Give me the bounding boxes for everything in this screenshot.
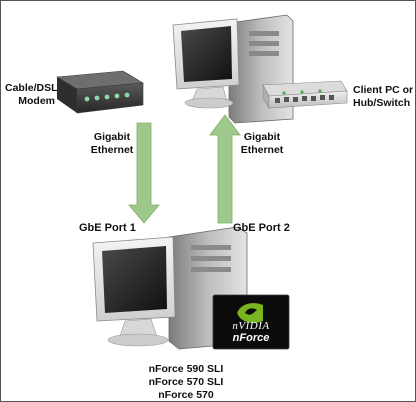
modem-label-line2: Modem bbox=[18, 95, 55, 107]
link-left-line2: Ethernet bbox=[90, 144, 134, 156]
nvidia-badge-text: nVIDIA nForce bbox=[213, 295, 289, 349]
modem-label-line1: Cable/DSL bbox=[5, 82, 58, 94]
link-right-line1: Gigabit bbox=[243, 131, 281, 143]
chipset-item: nForce 590 SLI bbox=[148, 363, 224, 375]
client-label-line2: Hub/Switch bbox=[353, 97, 411, 109]
link-right-line2: Ethernet bbox=[240, 144, 284, 156]
arrow-up-port2 bbox=[209, 114, 241, 224]
nforce-screen bbox=[102, 246, 167, 313]
arrow-down-port1 bbox=[128, 122, 160, 224]
modem-label: Cable/DSL Modem bbox=[5, 82, 58, 108]
chipset-item: nForce 570 bbox=[158, 389, 214, 401]
badge-product: nForce bbox=[232, 332, 270, 344]
port2-label: GbE Port 2 bbox=[233, 222, 290, 234]
nvidia-badge bbox=[212, 294, 290, 350]
link-left-line1: Gigabit bbox=[93, 131, 131, 143]
client-computer bbox=[172, 14, 294, 124]
client-label-line1: Client PC or bbox=[353, 84, 414, 96]
chipset-list: nForce 590 SLI nForce 570 SLI nForce 570 bbox=[131, 363, 241, 401]
client-label: Client PC or Hub/Switch bbox=[353, 84, 413, 110]
link-right-label: Gigabit Ethernet bbox=[237, 131, 287, 157]
modem-device bbox=[56, 70, 144, 114]
badge-brand: nVIDIA bbox=[232, 320, 270, 332]
chipset-item: nForce 570 SLI bbox=[148, 376, 224, 388]
link-left-label: Gigabit Ethernet bbox=[87, 131, 137, 157]
hub-switch bbox=[262, 80, 348, 110]
client-screen bbox=[181, 26, 232, 82]
port1-label: GbE Port 1 bbox=[79, 222, 136, 234]
